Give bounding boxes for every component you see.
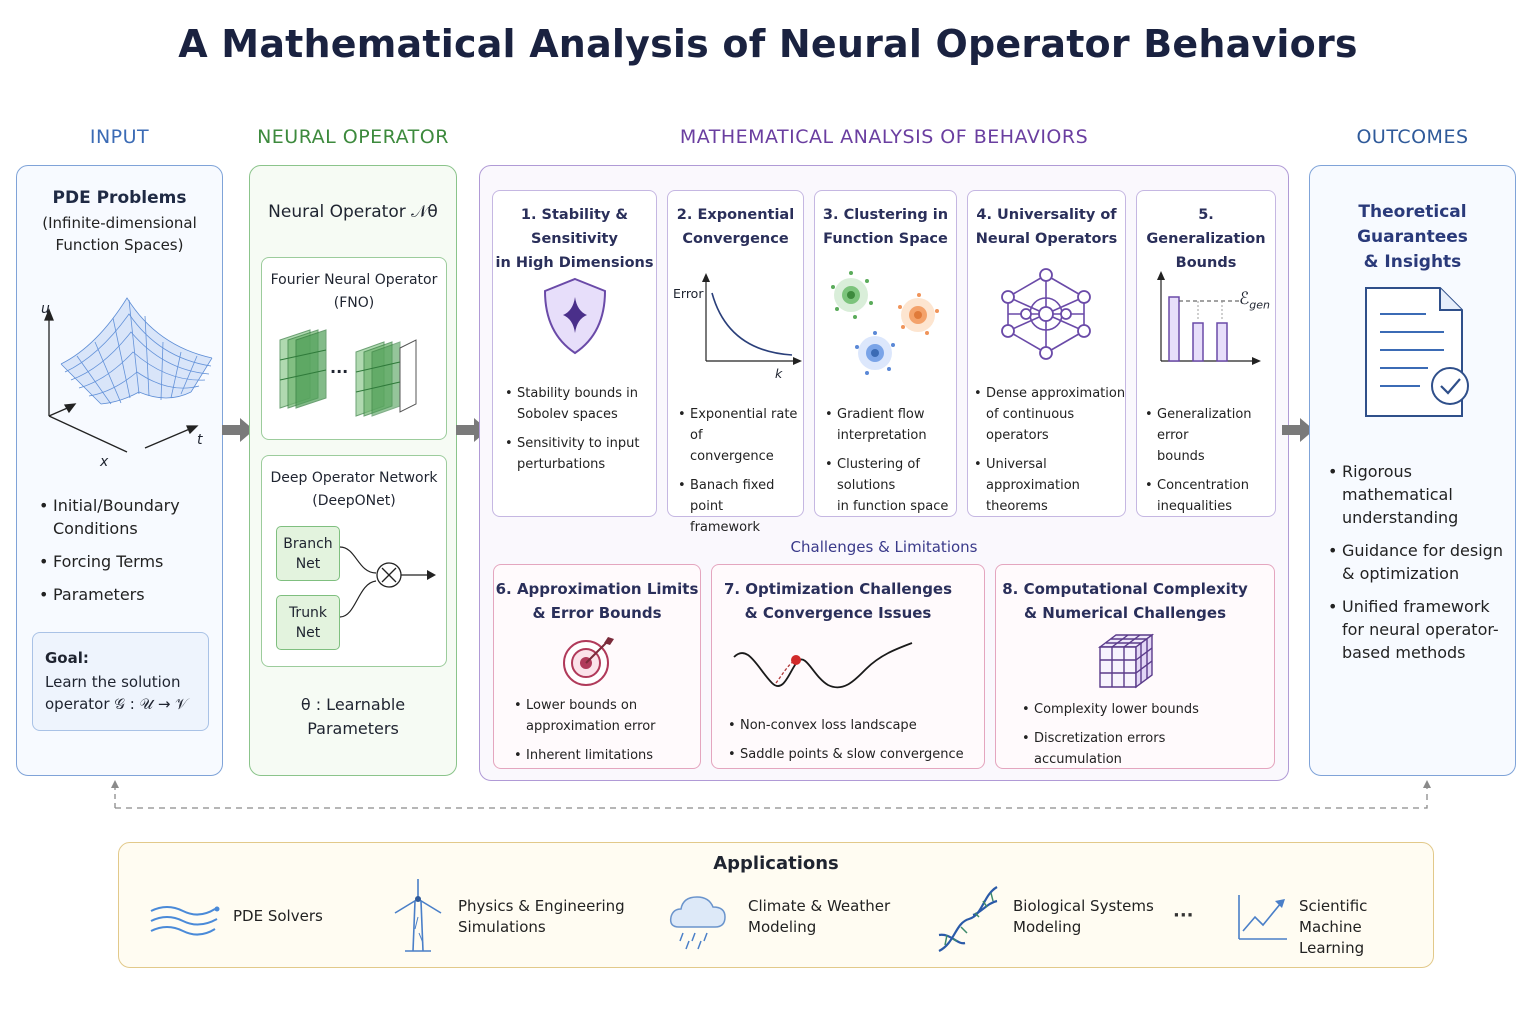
clusters-icon [831,271,939,375]
goal-line1: Learn the solution [45,673,181,691]
card-title: 6. Approximation Limits& Error Bounds [495,580,699,622]
input-bullet-forcing: Forcing Terms [39,550,219,573]
fno-title-line2: (FNO) [333,295,375,311]
fno-title-line1: Fourier Neural Operator [270,272,438,288]
outcomes-heading: Theoretical Guarantees& Insights [1357,202,1468,272]
page-title: A Mathematical Analysis of Neural Operat… [178,22,1358,66]
shield-icon [543,277,607,355]
neural-operator-panel: Neural Operator 𝒩θ Fourier Neural Operat… [249,165,457,776]
document-check-icon [1365,287,1469,417]
column-header-outcomes: OUTCOMES [1356,126,1469,148]
pde-subtitle-line1: (Infinite-dimensional [42,214,197,232]
cube-icon [1097,633,1155,689]
column-header-neural-operator: NEURAL OPERATOR [257,126,449,148]
trend-chart-icon [1238,895,1287,940]
applications-panel: Applications PDE Solvers Physics & Engin… [118,842,1434,968]
application-pde-solvers: PDE Solvers [233,907,323,925]
column-header-input: INPUT [89,126,150,148]
dna-icon [938,886,998,952]
deeponet-title-line2: (DeepONet) [312,493,396,509]
loss-landscape-icon [733,642,913,689]
challenge-card-approximation: 6. Approximation Limits& Error Bounds Lo… [493,564,701,769]
applications-heading: Applications [713,853,839,874]
challenge-card-complexity: 8. Computational Complexity& Numerical C… [995,564,1275,769]
feedback-loop-line [111,780,1431,809]
surface-plot-icon [44,297,213,453]
goal-label: Goal: [45,649,89,667]
product-operator-icon [339,546,436,618]
pde-subtitle-line2: Function Spaces) [55,236,184,254]
card-bullets: Non-convex loss landscape Saddle points … [728,715,986,773]
network-graph-icon [1001,268,1091,360]
wind-turbine-icon [394,879,442,952]
pde-problems-heading: PDE Problems [52,188,187,208]
error-axis-label: Error [673,286,704,301]
fno-ellipsis: ··· [330,362,349,381]
axis-label-t: t [197,432,203,448]
fno-layers-icon [279,329,417,417]
input-panel: PDE Problems (Infinite-dimensional Funct… [16,165,223,776]
goal-line2: operator 𝒢 : 𝒰 → 𝒱 [45,695,188,713]
bar-chart-icon [1157,271,1261,365]
arrow-right-icon [1282,418,1314,442]
column-header-analysis: MATHEMATICAL ANALYSIS OF BEHAVIORS [679,126,1089,148]
challenge-card-optimization: 7. Optimization Challenges& Convergence … [711,564,985,769]
egen-label: ℰgen [1239,289,1271,312]
arrow-right-icon [222,418,254,442]
challenges-heading: Challenges & Limitations [790,538,978,556]
applications-ellipsis: ··· [1173,905,1194,926]
input-bullet-parameters: Parameters [39,583,219,606]
axis-label-u: u [41,301,50,317]
axis-label-x: x [100,454,109,470]
k-axis-label: k [775,366,783,381]
rain-cloud-icon [669,896,726,950]
outcomes-panel: Theoretical Guarantees& Insights Rigorou… [1309,165,1516,776]
card-title: 8. Computational Complexity& Numerical C… [1002,580,1248,622]
goal-box: Goal: Learn the solution operator 𝒢 : 𝒰 … [32,632,209,731]
convergence-curve-icon [702,273,802,365]
deeponet-title-line1: Deep Operator Network [270,470,438,486]
outcome-bullet-guidance: Guidance for design& optimization [1328,539,1516,585]
card-bullets: Complexity lower bounds Discretization e… [1022,699,1272,778]
target-icon [563,637,614,686]
fno-box: Fourier Neural Operator (FNO) ··· [261,257,447,440]
card-title: 7. Optimization Challenges& Convergence … [723,580,953,622]
waves-icon [150,906,220,936]
neural-operator-heading: Neural Operator 𝒩θ [268,202,438,222]
